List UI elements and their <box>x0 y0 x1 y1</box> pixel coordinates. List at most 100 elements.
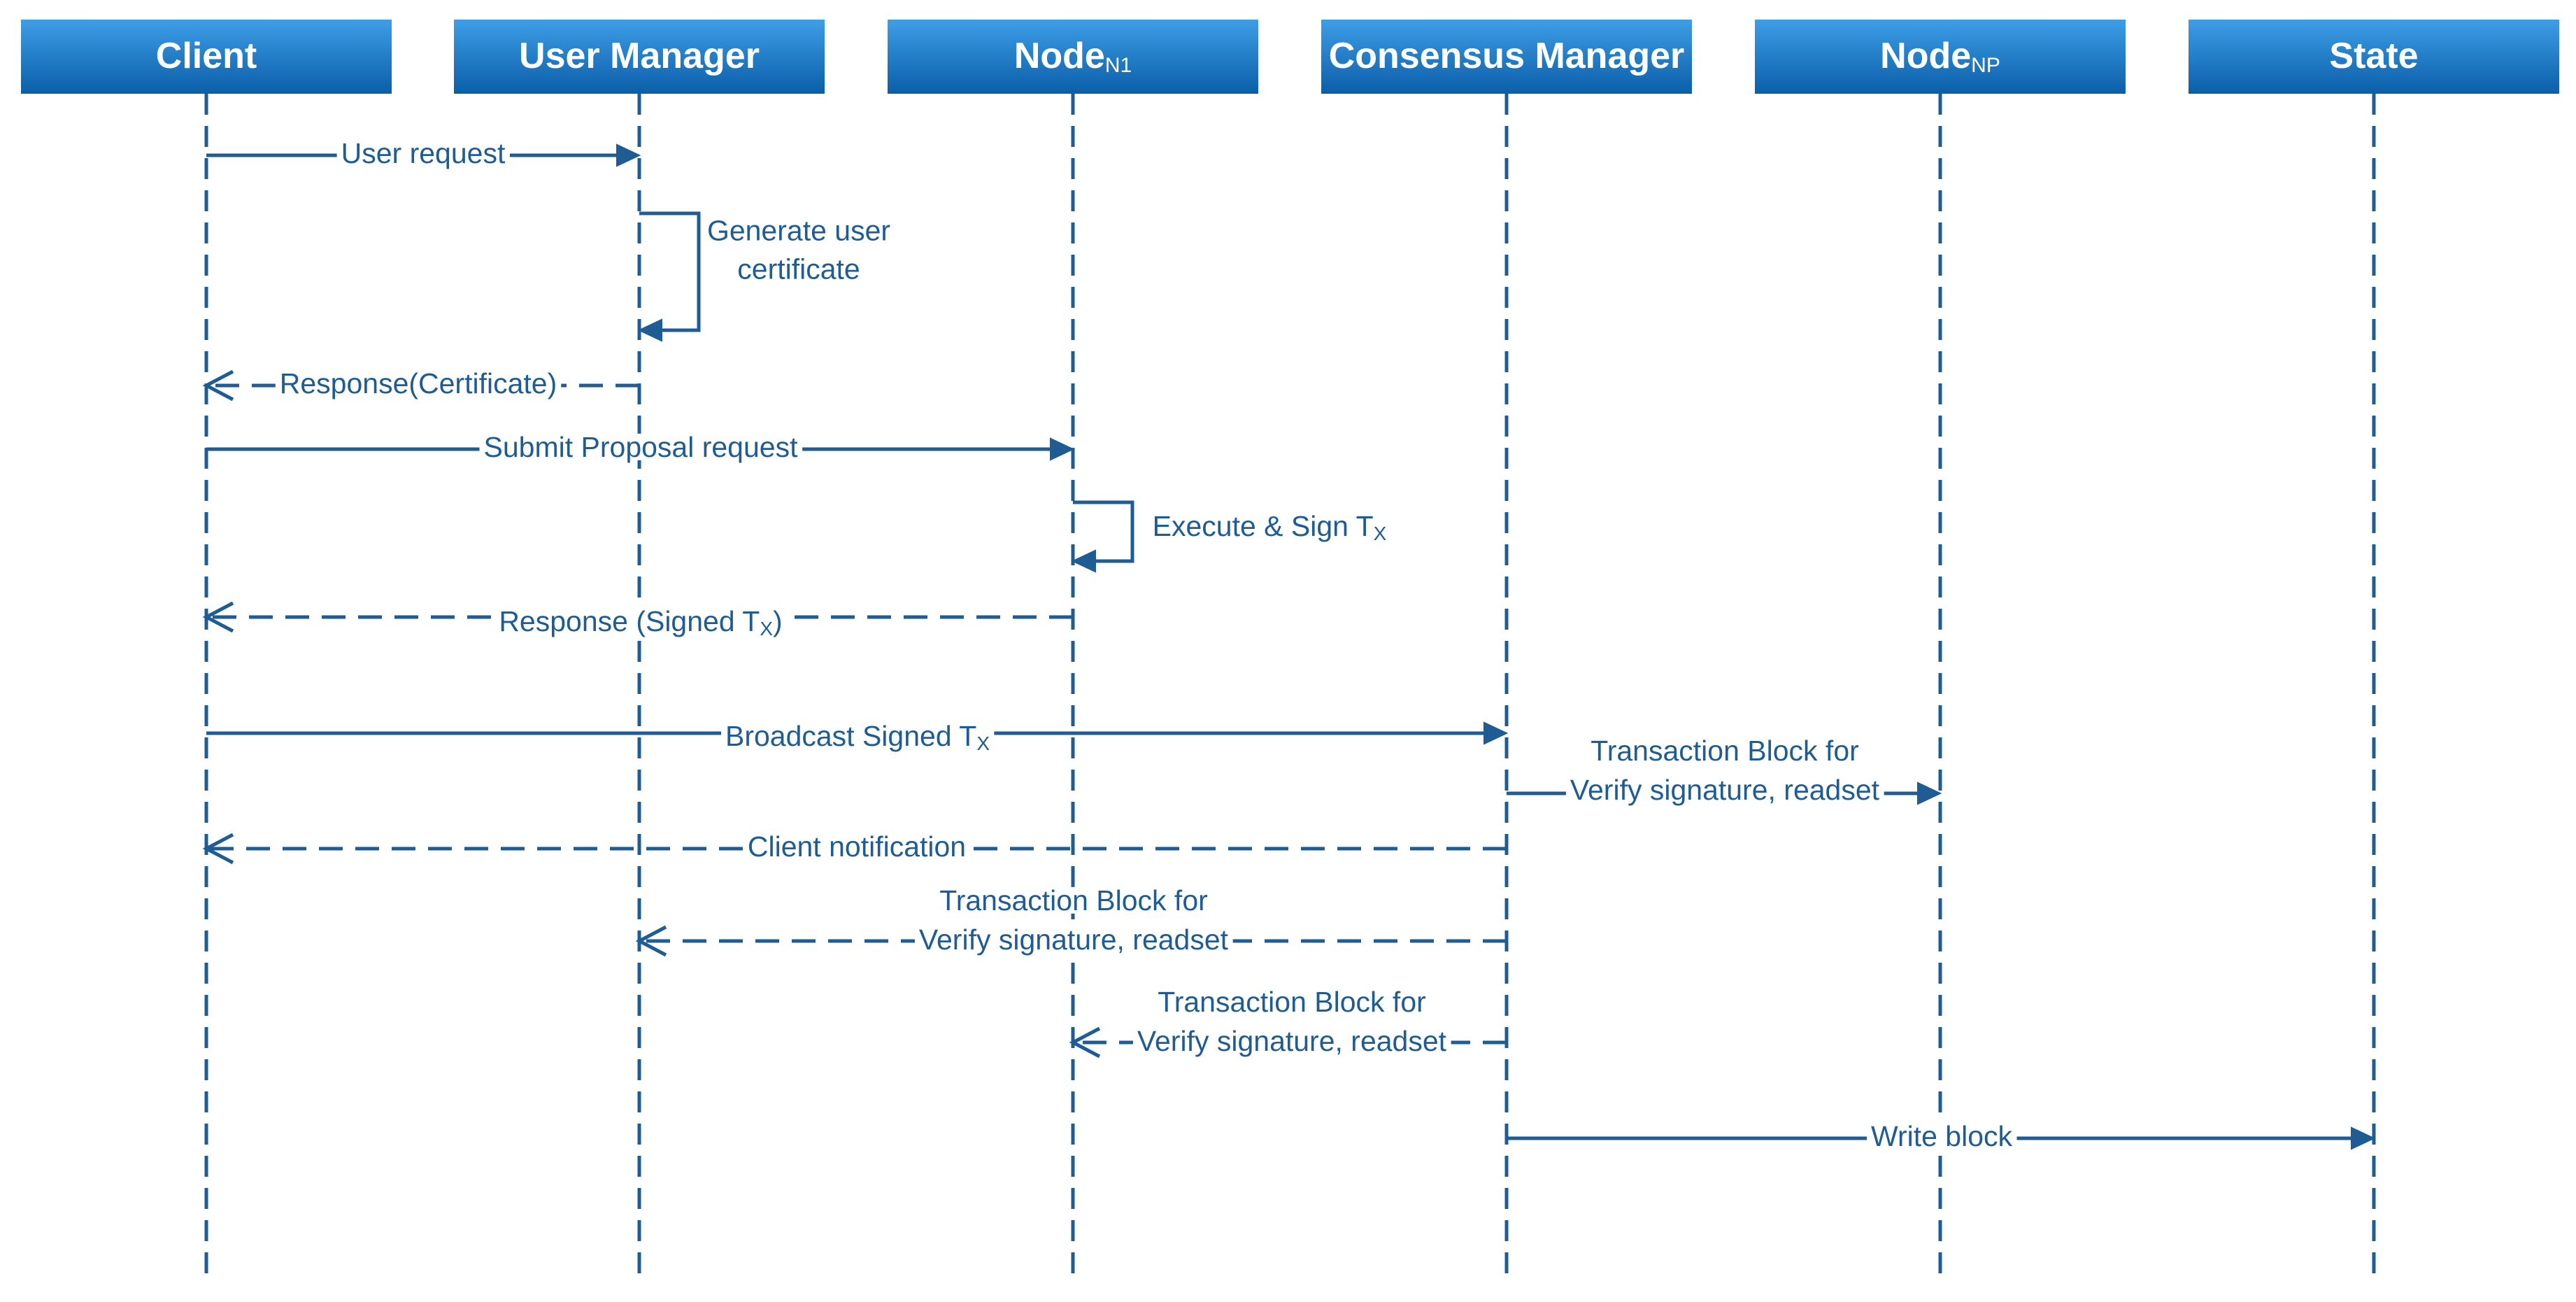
label-subscript: X <box>760 618 773 639</box>
label-text: Transaction Block for <box>1158 986 1426 1018</box>
arrowhead <box>1483 721 1509 745</box>
label-group: User request <box>336 137 510 169</box>
participant-user-manager: User Manager <box>454 20 825 94</box>
message-5: Execute & Sign TX <box>1071 500 1391 573</box>
message-label: Submit Proposal request <box>484 431 799 463</box>
message-1: User request <box>206 137 641 169</box>
message-label: Response(Certificate) <box>280 367 557 399</box>
label-tail: ) <box>773 605 783 637</box>
label-text: Response(Certificate) <box>280 367 557 399</box>
label-text: certificate <box>737 253 860 285</box>
message-label: Client notification <box>748 830 966 863</box>
message-label: Generate user <box>707 214 890 246</box>
message-label: Verify signature, readset <box>1137 1025 1447 1057</box>
label-background <box>733 255 864 283</box>
participant-label: Client <box>156 36 257 76</box>
label-text: Broadcast Signed T <box>725 720 976 752</box>
message-label: Transaction Block for <box>1591 735 1859 767</box>
participant-state: State <box>2189 20 2559 94</box>
label-group: Response (Signed TX) <box>494 605 787 640</box>
participant-box <box>888 20 1258 94</box>
label-subscript: X <box>976 733 990 754</box>
label-text: Transaction Block for <box>939 884 1208 917</box>
participant-name: Node <box>1014 36 1105 76</box>
label-background <box>494 607 787 637</box>
self-message-line <box>1073 500 1134 563</box>
label-background <box>336 139 510 167</box>
label-text: Submit Proposal request <box>484 431 799 463</box>
label-group: Broadcast Signed TX <box>720 720 995 755</box>
message-9: Client notification <box>202 830 1507 865</box>
message-12: Write block <box>1507 1120 2376 1152</box>
participant-label: NodeNP <box>1880 36 2000 77</box>
arrowhead <box>637 318 662 342</box>
participant-name: Client <box>156 36 257 76</box>
arrowhead <box>635 925 667 957</box>
message-2: Generate user certificate <box>637 211 895 342</box>
label-background <box>1565 776 1884 803</box>
participant-box <box>21 20 392 94</box>
label-background <box>1148 512 1391 542</box>
label-text: Execute & Sign T <box>1153 510 1374 542</box>
label-group: Client notification <box>743 830 971 863</box>
label-group: Submit Proposal request <box>479 431 803 463</box>
label-background <box>1132 1027 1451 1054</box>
label-text: Verify signature, readset <box>1137 1025 1447 1057</box>
label-text: Write block <box>1871 1120 2013 1152</box>
participant-name: User Manager <box>519 36 760 76</box>
arrowhead <box>1917 781 1942 805</box>
label-background <box>720 722 995 752</box>
message-label: Transaction Block for <box>939 884 1208 917</box>
message-label: Execute & Sign TX <box>1153 510 1387 545</box>
message-label: Broadcast Signed TX <box>725 720 990 755</box>
label-group: Write block <box>1866 1120 2017 1152</box>
message-label: User request <box>341 137 506 169</box>
arrowhead <box>202 601 234 633</box>
participant-name: Consensus Manager <box>1329 36 1685 76</box>
message-label: certificate <box>737 253 860 285</box>
participant-box <box>1321 20 1692 94</box>
label-background <box>935 886 1212 914</box>
participant-label: User Manager <box>519 36 760 76</box>
label-text: Response (Signed T <box>499 605 760 637</box>
message-label: Write block <box>1871 1120 2013 1152</box>
participant-node-np: NodeNP <box>1755 20 2126 94</box>
lifelines <box>204 94 2376 1280</box>
participant-name: State <box>2329 36 2418 76</box>
label-group: Response(Certificate) <box>275 367 562 399</box>
participant-box <box>1755 20 2126 94</box>
label-text: User request <box>341 137 506 169</box>
participant-label: NodeN1 <box>1014 36 1132 77</box>
label-background <box>1586 737 1863 764</box>
participant-consensus-manager: Consensus Manager <box>1321 20 1692 94</box>
message-label: Verify signature, readset <box>919 924 1229 956</box>
participant-client: Client <box>21 20 392 94</box>
label-background <box>914 926 1233 953</box>
arrowhead <box>616 143 641 167</box>
label-text: Verify signature, readset <box>1570 774 1880 806</box>
label-subscript: X <box>1374 523 1387 544</box>
label-background <box>702 217 895 244</box>
message-label: Verify signature, readset <box>1570 774 1880 806</box>
participant-node-n1: NodeN1 <box>888 20 1258 94</box>
participant-box <box>2189 20 2559 94</box>
label-group: Generate user certificate <box>702 214 895 285</box>
label-background <box>275 369 562 397</box>
message-7: Broadcast Signed TX <box>206 720 1509 755</box>
arrowhead <box>202 369 234 402</box>
participant-subscript: N1 <box>1105 54 1132 77</box>
arrowhead <box>1071 549 1096 573</box>
participant-label: Consensus Manager <box>1329 36 1685 76</box>
arrowhead <box>1069 1026 1101 1059</box>
label-text: Transaction Block for <box>1591 735 1859 767</box>
label-group: Execute & Sign TX <box>1148 510 1391 545</box>
message-label: Response (Signed TX) <box>499 605 782 640</box>
message-4: Submit Proposal request <box>206 431 1075 463</box>
